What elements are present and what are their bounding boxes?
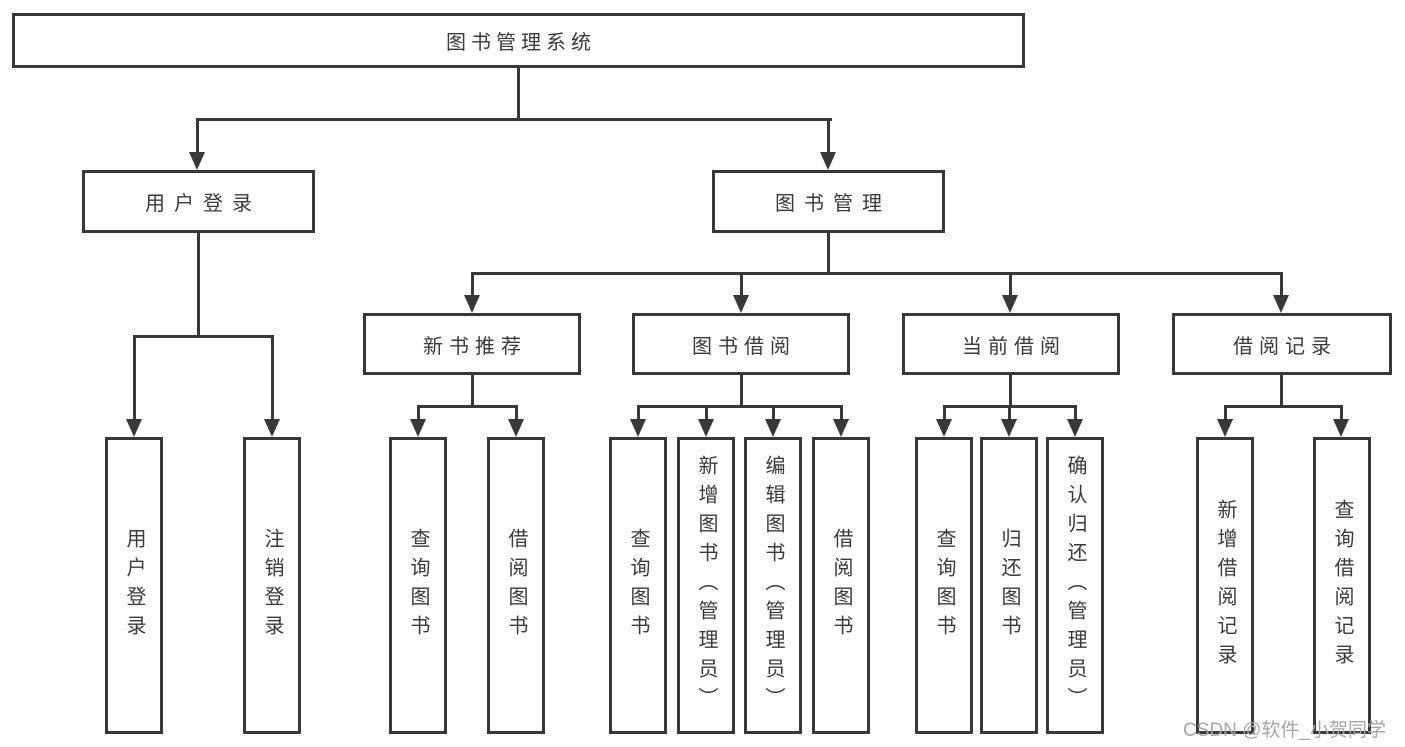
node-book-management: 图书管理	[712, 170, 945, 233]
connector-line	[740, 272, 743, 297]
connector-line	[637, 405, 843, 408]
leaf-query-borrow-record: 查询借阅记录	[1313, 437, 1371, 734]
connector-line	[197, 233, 200, 337]
connector-line	[1008, 405, 1011, 422]
connector-line	[772, 405, 775, 422]
leaf-logout: 注销登录	[243, 437, 301, 734]
arrow-down-icon	[508, 419, 524, 437]
leaf-user-login-label: 用户登录	[123, 527, 145, 644]
connector-line	[705, 405, 708, 422]
connector-line	[1009, 375, 1012, 408]
connector-line	[133, 335, 136, 421]
leaf-borrow-books-borrowing-label: 借阅图书	[830, 527, 852, 644]
arrow-down-icon	[833, 419, 849, 437]
connector-line	[133, 335, 274, 338]
connector-line	[471, 272, 1283, 275]
connector-line	[1340, 405, 1343, 422]
connector-line	[196, 118, 199, 154]
leaf-borrow-books-borrowing: 借阅图书	[812, 437, 870, 734]
arrow-down-icon	[733, 295, 749, 313]
arrow-down-icon	[126, 419, 142, 437]
csdn-watermark: CSDN @软件_小贺同学	[1183, 720, 1386, 741]
connector-line	[196, 118, 832, 121]
leaf-logout-label: 注销登录	[261, 527, 283, 644]
arrow-down-icon	[410, 419, 426, 437]
leaf-add-book-admin-label: 新增图书（管理员）	[695, 455, 717, 716]
leaf-borrow-books-recommend-label: 借阅图书	[505, 527, 527, 644]
connector-line	[1074, 405, 1077, 422]
node-current-borrowing-label: 当前借阅	[962, 335, 1066, 358]
arrow-down-icon	[936, 419, 952, 437]
leaf-add-borrow-record: 新增借阅记录	[1196, 437, 1254, 734]
connector-line	[271, 335, 274, 421]
connector-line	[1009, 272, 1012, 297]
leaf-query-books-current-label: 查询图书	[933, 527, 955, 644]
connector-line	[1280, 272, 1283, 297]
leaf-confirm-return-admin: 确认归还（管理员）	[1046, 437, 1104, 734]
arrow-down-icon	[264, 419, 280, 437]
arrow-down-icon	[1273, 295, 1289, 313]
leaf-query-books-borrowing-label: 查询图书	[627, 527, 649, 644]
leaf-add-borrow-record-label: 新增借阅记录	[1214, 498, 1236, 673]
leaf-add-book-admin: 新增图书（管理员）	[677, 437, 735, 734]
leaf-query-books-recommend: 查询图书	[389, 437, 447, 734]
connector-line	[1280, 375, 1283, 408]
leaf-query-books-borrowing: 查询图书	[609, 437, 667, 734]
connector-line	[1224, 405, 1342, 408]
leaf-return-book: 归还图书	[980, 437, 1038, 734]
connector-line	[827, 233, 830, 275]
leaf-confirm-return-admin-label: 确认归还（管理员）	[1064, 455, 1086, 716]
node-new-book-recommend-label: 新书推荐	[423, 335, 527, 358]
arrow-down-icon	[820, 152, 836, 170]
connector-line	[943, 405, 946, 422]
node-book-management-label: 图书管理	[775, 193, 891, 215]
connector-line	[517, 68, 520, 121]
arrow-down-icon	[1333, 419, 1349, 437]
leaf-edit-book-admin: 编辑图书（管理员）	[744, 437, 802, 734]
connector-line	[417, 405, 518, 408]
arrow-down-icon	[1067, 419, 1083, 437]
arrow-down-icon	[698, 419, 714, 437]
node-borrow-records: 借阅记录	[1172, 313, 1392, 375]
connector-line	[471, 272, 474, 297]
node-borrow-records-label: 借阅记录	[1233, 335, 1337, 358]
node-user-login: 用户登录	[82, 170, 315, 233]
connector-line	[637, 405, 640, 422]
leaf-query-borrow-record-label: 查询借阅记录	[1331, 498, 1353, 673]
leaf-borrow-books-recommend: 借阅图书	[487, 437, 545, 734]
node-root: 图书管理系统	[12, 13, 1025, 68]
arrow-down-icon	[464, 295, 480, 313]
connector-line	[840, 405, 843, 422]
arrow-down-icon	[1002, 295, 1018, 313]
leaf-return-book-label: 归还图书	[998, 527, 1020, 644]
node-book-borrowing-label: 图书借阅	[692, 335, 796, 358]
node-current-borrowing: 当前借阅	[902, 313, 1120, 375]
leaf-edit-book-admin-label: 编辑图书（管理员）	[762, 455, 784, 716]
arrow-down-icon	[630, 419, 646, 437]
connector-line	[740, 375, 743, 408]
leaf-user-login: 用户登录	[105, 437, 163, 734]
connector-line	[471, 375, 474, 408]
connector-line	[1224, 405, 1227, 422]
connector-line	[417, 405, 420, 422]
leaf-query-books-current: 查询图书	[915, 437, 973, 734]
connector-line	[515, 405, 518, 422]
connector-line	[827, 118, 830, 154]
node-book-borrowing: 图书借阅	[632, 313, 850, 375]
arrow-down-icon	[1001, 419, 1017, 437]
node-user-login-label: 用户登录	[145, 193, 261, 215]
node-root-label: 图书管理系统	[446, 32, 596, 54]
arrow-down-icon	[1217, 419, 1233, 437]
arrow-down-icon	[189, 152, 205, 170]
arrow-down-icon	[765, 419, 781, 437]
leaf-query-books-recommend-label: 查询图书	[407, 527, 429, 644]
node-new-book-recommend: 新书推荐	[363, 313, 581, 375]
